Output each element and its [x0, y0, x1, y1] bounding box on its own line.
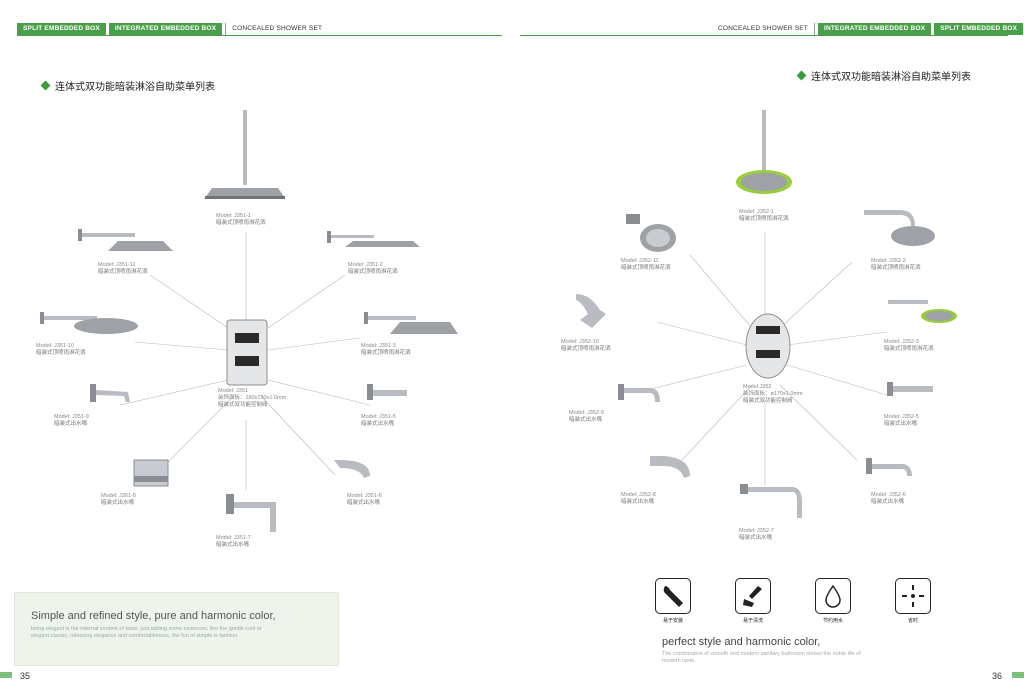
- slogan-box: Simple and refined style, pure and harmo…: [14, 592, 339, 666]
- heading-text: 连体式双功能暗装淋浴自助菜单列表: [55, 82, 215, 93]
- tab-split-embedded-box[interactable]: SPLIT EMBEDDED BOX: [934, 23, 1024, 35]
- product-spout-8-icon: [650, 456, 690, 478]
- product-spout-6-icon: [866, 458, 912, 476]
- product-spout-6-icon: [334, 460, 370, 478]
- heading-text: 连体式双功能暗装淋浴自助菜单列表: [811, 72, 971, 83]
- product-wall-shower-11-icon: [78, 229, 173, 251]
- product-ceiling-shower-icon: [205, 110, 285, 199]
- product-spout-7-icon: [226, 494, 276, 532]
- right-tab-bar: CONCEALED SHOWER SET INTEGRATED EMBEDDED…: [712, 23, 1024, 35]
- slogan-body: being elegant is the internal content of…: [31, 626, 262, 639]
- tab-concealed-shower-set[interactable]: CONCEALED SHOWER SET: [712, 23, 815, 35]
- right-page: CONCEALED SHOWER SET INTEGRATED EMBEDDED…: [512, 0, 1024, 699]
- product-spout-5-icon: [887, 382, 933, 396]
- feature-save-time: 省时: [893, 578, 933, 624]
- product-shower-head-10-icon: [576, 294, 606, 328]
- tab-split-embedded-box[interactable]: SPLIT EMBEDDED BOX: [17, 23, 106, 35]
- feature-save-water: 节约用水: [813, 578, 853, 624]
- page-number: 35: [20, 671, 31, 681]
- brush-icon: [735, 578, 771, 614]
- left-page: SPLIT EMBEDDED BOX INTEGRATED EMBEDDED B…: [0, 23, 502, 681]
- product-wall-shower-3-green-icon: [888, 300, 957, 323]
- slogan-body: The combination of smooth and modern san…: [662, 651, 861, 664]
- product-spout-5-icon: [367, 384, 407, 400]
- product-wall-shower-2-icon: [327, 231, 420, 247]
- product-hand-shower-11-icon: [626, 214, 676, 252]
- page-marker-bar: [0, 672, 12, 678]
- slogan-title: Simple and refined style, pure and harmo…: [31, 610, 276, 622]
- page-number: 36: [992, 671, 1003, 681]
- product-control-valve-square-icon: [226, 319, 268, 386]
- section-heading: 连体式双功能暗装淋浴自助菜单列表: [40, 78, 215, 93]
- product-wall-shower-3-icon: [364, 312, 458, 334]
- tab-concealed-shower-set[interactable]: CONCEALED SHOWER SET: [225, 23, 329, 35]
- tab-integrated-embedded-box[interactable]: INTEGRATED EMBEDDED BOX: [108, 23, 223, 35]
- water-drop-icon: [815, 578, 851, 614]
- feature-icons: 易于安装 易于清洗 节约用水 省时: [653, 578, 933, 624]
- product-control-valve-round-icon: [745, 313, 791, 379]
- timer-icon: [895, 578, 931, 614]
- page-marker-bar: [1012, 672, 1024, 678]
- slogan-title: perfect style and harmonic color,: [662, 636, 821, 648]
- header-rule: [520, 35, 1008, 36]
- product-wall-shower-10-icon: [40, 312, 138, 334]
- feature-easy-clean: 易于清洗: [733, 578, 773, 624]
- product-ceiling-shower-green-icon: [736, 110, 792, 194]
- feature-easy-install: 易于安装: [653, 578, 693, 624]
- product-spout-7-icon: [740, 484, 802, 518]
- tab-integrated-embedded-box[interactable]: INTEGRATED EMBEDDED BOX: [817, 23, 932, 35]
- product-wall-shower-2-icon: [864, 210, 935, 246]
- left-tab-bar: SPLIT EMBEDDED BOX INTEGRATED EMBEDDED B…: [17, 23, 329, 35]
- wrench-icon: [655, 578, 691, 614]
- connector-lines: [646, 232, 888, 485]
- product-spout-9-icon: [618, 384, 660, 402]
- section-heading: 连体式双功能暗装淋浴自助菜单列表: [796, 68, 971, 83]
- header-rule: [17, 35, 502, 36]
- product-spout-9-icon: [90, 384, 130, 402]
- product-spout-8-icon: [133, 459, 169, 487]
